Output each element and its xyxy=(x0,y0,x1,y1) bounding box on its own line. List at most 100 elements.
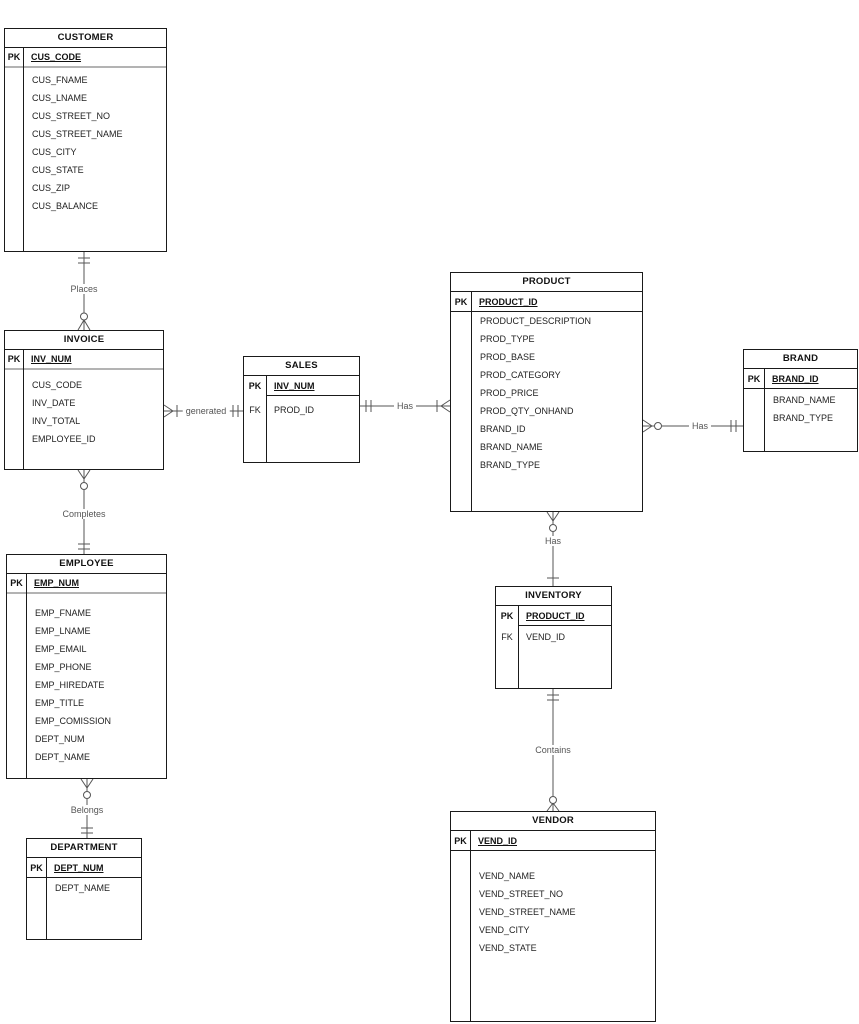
field: VEND_CITY xyxy=(479,925,530,935)
pk-field-name: DEPT_NUM xyxy=(54,862,104,873)
field: VEND_STREET_NAME xyxy=(479,907,576,917)
entity-body: PK EMP_NUM EMP_FNAME EMP_LNAME EMP_EMAIL EMP_… xyxy=(7,574,166,778)
relationship-label-has-product-brand: Has xyxy=(688,421,712,431)
pk-field-name: PRODUCT_ID xyxy=(518,606,611,626)
field: PROD_TYPE xyxy=(480,334,535,344)
field: PROD_CATEGORY xyxy=(480,370,561,380)
field: BRAND_ID xyxy=(480,424,526,434)
field: EMP_HIREDATE xyxy=(35,680,105,690)
pk-label: PK xyxy=(7,52,21,62)
field: CUS_FNAME xyxy=(32,75,88,85)
pk-field-name: CUS_CODE xyxy=(31,52,82,62)
fk-field-name: VEND_ID xyxy=(526,632,566,642)
field: PRODUCT_DESCRIPTION xyxy=(480,316,592,326)
entity-body: PK DEPT_NUM DEPT_NAME xyxy=(27,858,141,939)
pk-field-name: EMP_NUM xyxy=(34,578,80,588)
pk-label: PK xyxy=(454,296,468,307)
entity-title: EMPLOYEE xyxy=(7,555,166,574)
foreign-key-row: FK VEND_ID xyxy=(496,626,611,646)
key-column-divider xyxy=(266,376,267,462)
relationship-contains[interactable] xyxy=(546,689,560,812)
pk-field-name: VEND_ID xyxy=(478,835,518,846)
entity-title: INVOICE xyxy=(5,331,163,350)
primary-key-row: PK EMP_NUM xyxy=(7,574,166,594)
field: CUS_CITY xyxy=(32,147,77,157)
field-list: DEPT_NAME xyxy=(27,878,141,897)
field: CUS_BALANCE xyxy=(32,201,99,211)
relationship-completes[interactable] xyxy=(77,469,91,554)
entity-title: BRAND xyxy=(744,350,857,369)
key-column-divider xyxy=(764,369,765,451)
field: EMP_EMAIL xyxy=(35,644,87,654)
pk-label: PK xyxy=(248,381,262,391)
field: DEPT_NAME xyxy=(55,883,111,893)
field: BRAND_TYPE xyxy=(480,460,541,470)
primary-key-row: PK CUS_CODE xyxy=(5,48,166,68)
field: INV_TOTAL xyxy=(32,416,81,426)
field: CUS_LNAME xyxy=(32,93,88,103)
relationship-label-generated: generated xyxy=(182,406,230,416)
fk-label: FK xyxy=(501,632,513,642)
relationship-label-belongs: Belongs xyxy=(67,805,107,815)
pk-label: PK xyxy=(10,578,23,588)
field: VEND_STREET_NO xyxy=(479,889,564,899)
field: PROD_PRICE xyxy=(480,388,539,398)
field: CUS_CODE xyxy=(32,380,83,390)
relationship-has-product-inventory[interactable] xyxy=(546,511,560,586)
field: DEPT_NAME xyxy=(35,752,91,762)
key-column-divider xyxy=(470,831,471,1021)
primary-key-row: PK DEPT_NUM xyxy=(27,858,141,878)
pk-field-name: PRODUCT_ID xyxy=(479,296,538,307)
field: DEPT_NUM xyxy=(35,734,85,744)
field: INV_DATE xyxy=(32,398,76,408)
field: BRAND_NAME xyxy=(480,442,543,452)
field: VEND_STATE xyxy=(479,943,537,953)
field: CUS_STREET_NO xyxy=(32,111,111,121)
entity-customer[interactable]: CUSTOMER PK CUS_CODE CUS_FNAME CUS_LNAME CUS_… xyxy=(4,28,167,252)
relationship-belongs[interactable] xyxy=(80,778,94,838)
entity-title: INVENTORY xyxy=(496,587,611,606)
pk-field-name: BRAND_ID xyxy=(772,373,819,384)
key-column-divider xyxy=(23,48,24,251)
field: EMP_LNAME xyxy=(35,626,91,636)
entity-body: PK CUS_CODE CUS_FNAME CUS_LNAME CUS_STREET_N… xyxy=(5,48,166,251)
relationship-label-contains: Contains xyxy=(532,745,574,755)
entity-body: PK PRODUCT_ID PRODUCT_DESCRIPTION PROD_TYPE… xyxy=(451,292,642,511)
relationship-label-has-sales-product: Has xyxy=(393,401,417,411)
entity-employee[interactable]: EMPLOYEE PK EMP_NUM EMP_FNAME EMP_LNAME EMP_E… xyxy=(6,554,167,779)
field: BRAND_NAME xyxy=(773,395,836,405)
field: EMP_TITLE xyxy=(35,698,85,708)
entity-title: CUSTOMER xyxy=(5,29,166,48)
key-column-divider xyxy=(471,292,472,511)
fk-field-name: PROD_ID xyxy=(274,404,315,415)
field: PROD_BASE xyxy=(480,352,536,362)
relationship-label-completes: Completes xyxy=(59,509,109,519)
field: EMPLOYEE_ID xyxy=(32,434,96,444)
field: PROD_QTY_ONHAND xyxy=(480,406,574,416)
field: EMP_FNAME xyxy=(35,608,92,618)
field-list: PRODUCT_DESCRIPTION PROD_TYPE PROD_BASE PRO… xyxy=(451,312,642,474)
pk-label: PK xyxy=(30,862,43,873)
field: EMP_COMISSION xyxy=(35,716,112,726)
key-column-divider xyxy=(518,606,519,688)
pk-field-name: INV_NUM xyxy=(266,376,359,396)
key-column-divider xyxy=(23,350,24,469)
field: EMP_PHONE xyxy=(35,662,92,672)
relationship-places[interactable] xyxy=(77,252,91,331)
